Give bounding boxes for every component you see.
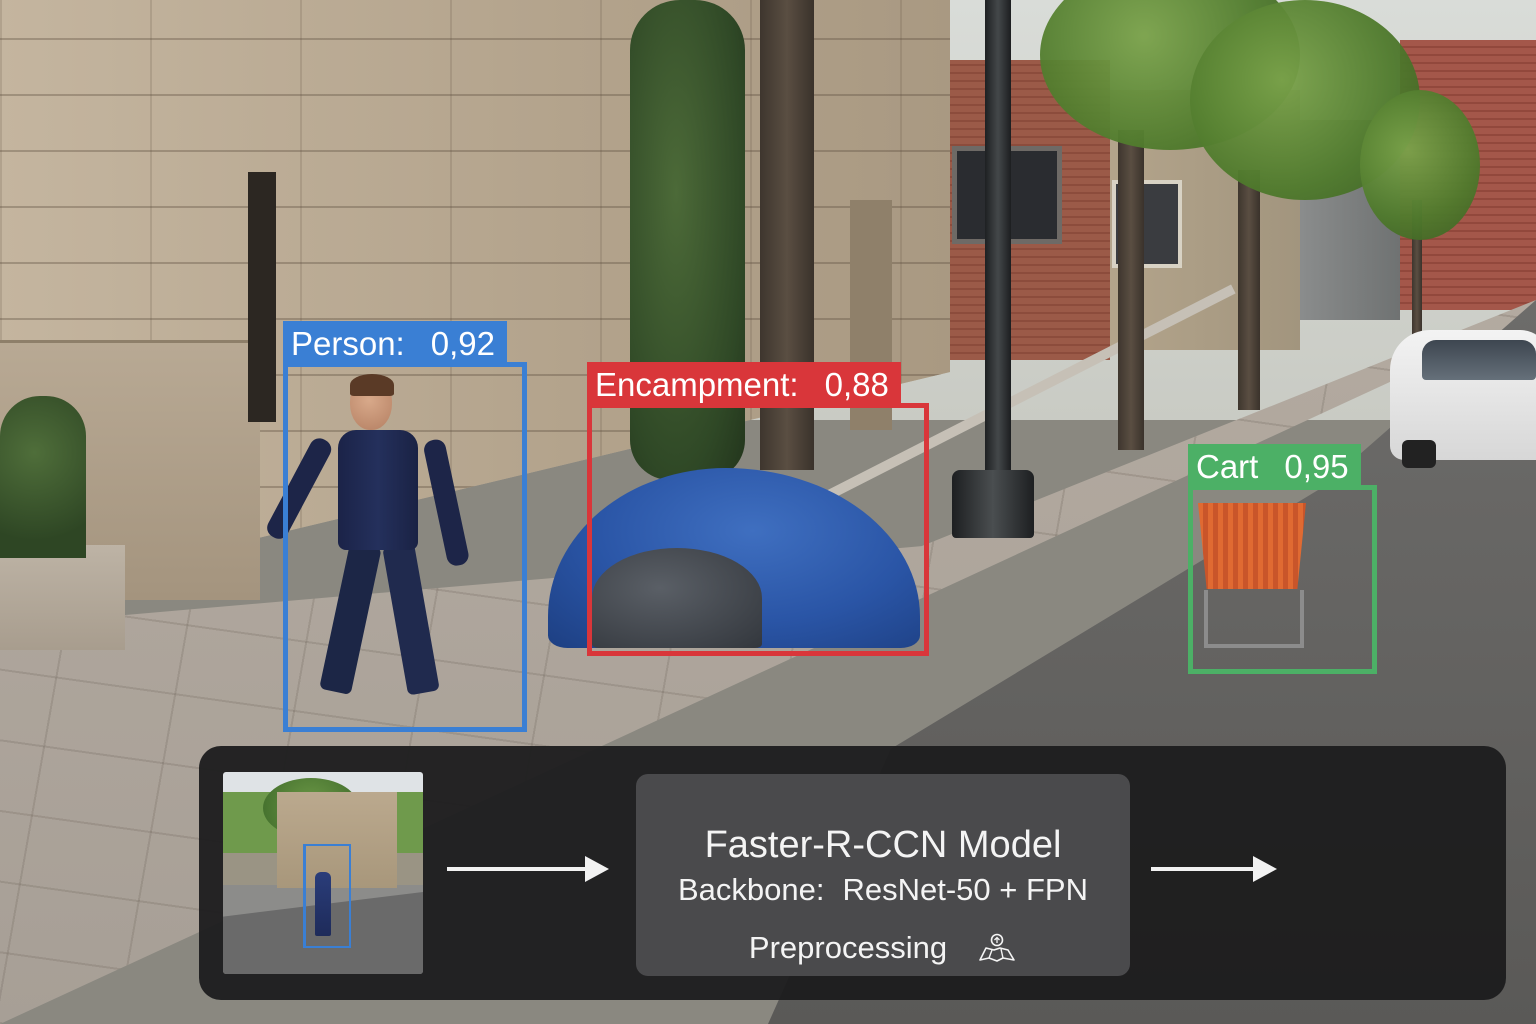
- car-wheel: [1402, 440, 1436, 468]
- detection-class: Person:: [291, 325, 405, 362]
- detection-score: 0,88: [824, 366, 889, 403]
- tree-trunk: [1412, 200, 1422, 340]
- lamp-post: [985, 0, 1011, 480]
- preprocessing-row: Preprocessing: [636, 930, 1130, 966]
- shopping-cart-frame: [1204, 590, 1304, 648]
- tree-trunk: [1118, 130, 1144, 450]
- thumbnail-building: [277, 792, 397, 888]
- thumbnail-person: [315, 872, 331, 936]
- cart-detection-label: Cart 0,95: [1188, 444, 1361, 490]
- tree-trunk: [1238, 170, 1260, 410]
- model-box: Faster-R-CCN Model Backbone: ResNet-50 +…: [636, 774, 1130, 976]
- input-image-thumbnail: [223, 772, 423, 974]
- backbone-row: Backbone: ResNet-50 + FPN: [636, 872, 1130, 908]
- planter: [0, 545, 125, 650]
- encampment-detection-box: Encampment: 0,88: [587, 362, 929, 656]
- person-detection-box: Person: 0,92: [283, 321, 527, 732]
- car-windshield: [1422, 340, 1536, 380]
- tent-bedding: [592, 548, 762, 648]
- detection-score: 0,92: [430, 325, 495, 362]
- cart-detection-box: Cart 0,95: [1188, 444, 1377, 674]
- thumbnail-detection-box: [303, 844, 351, 948]
- arrow-right-icon: [1151, 856, 1277, 882]
- detection-score: 0,95: [1284, 448, 1349, 485]
- model-title: Faster-R-CCN Model: [704, 824, 1062, 866]
- hedge: [0, 396, 86, 558]
- backbone-value: ResNet-50 + FPN: [842, 872, 1088, 907]
- arrow-right-icon: [447, 856, 609, 882]
- detection-class: Encampment:: [595, 366, 799, 403]
- backbone-label: Backbone:: [677, 872, 825, 907]
- lamp-post-base: [952, 470, 1034, 538]
- shopping-cart-basket: [1198, 503, 1306, 589]
- person-detection-label: Person: 0,92: [283, 321, 507, 367]
- person-torso: [338, 430, 418, 550]
- preprocessing-label: Preprocessing: [748, 930, 948, 965]
- tree-foliage: [1360, 90, 1480, 240]
- doorway: [248, 172, 276, 422]
- encampment-detection-label: Encampment: 0,88: [587, 362, 901, 408]
- detection-class: Cart: [1196, 448, 1259, 485]
- map-icon: [979, 933, 1015, 962]
- walking-person: [263, 370, 471, 720]
- pipeline-panel: Faster-R-CCN Model Backbone: ResNet-50 +…: [199, 746, 1506, 1000]
- person-hair: [350, 374, 394, 396]
